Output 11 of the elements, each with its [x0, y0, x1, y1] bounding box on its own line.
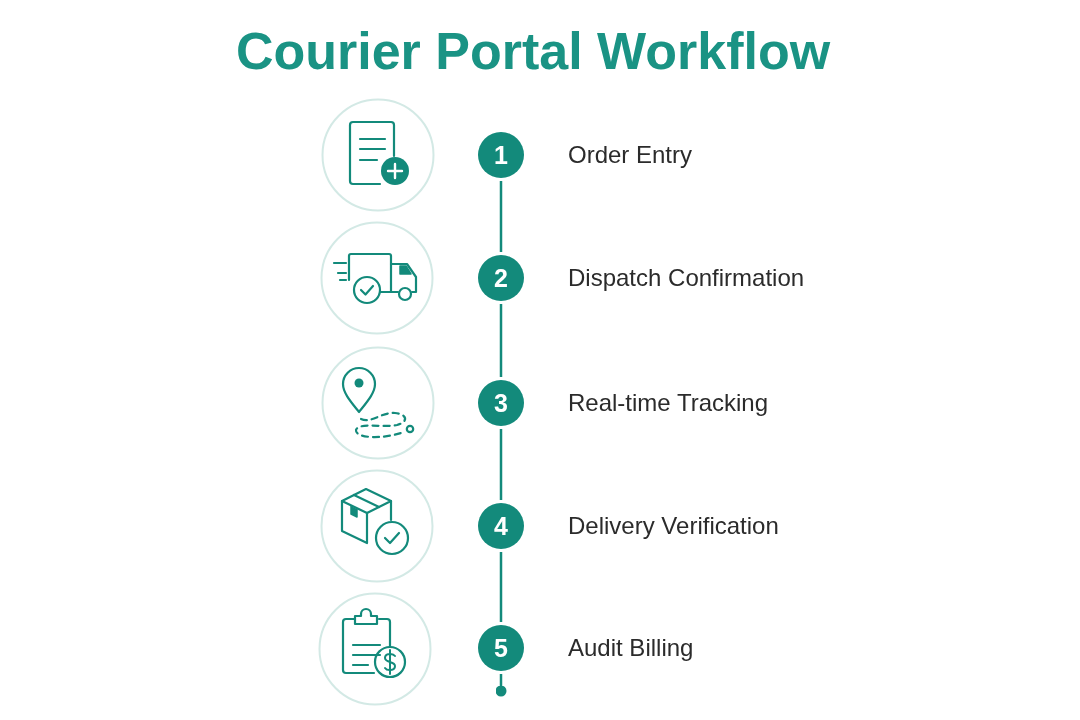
timeline-end-line: [495, 674, 507, 697]
connector-line: [499, 181, 503, 252]
connector-line: [499, 429, 503, 500]
step-label: Real-time Tracking: [568, 388, 769, 418]
step-label: Order Entry: [568, 140, 693, 170]
step-label: Dispatch Confirmation: [568, 263, 805, 293]
connector-line: [499, 304, 503, 377]
step-label: Audit Billing: [568, 633, 694, 663]
connector-line: [499, 552, 503, 622]
step-label: Delivery Verification: [568, 511, 779, 541]
diagram-title: Courier Portal Workflow: [235, 21, 831, 82]
